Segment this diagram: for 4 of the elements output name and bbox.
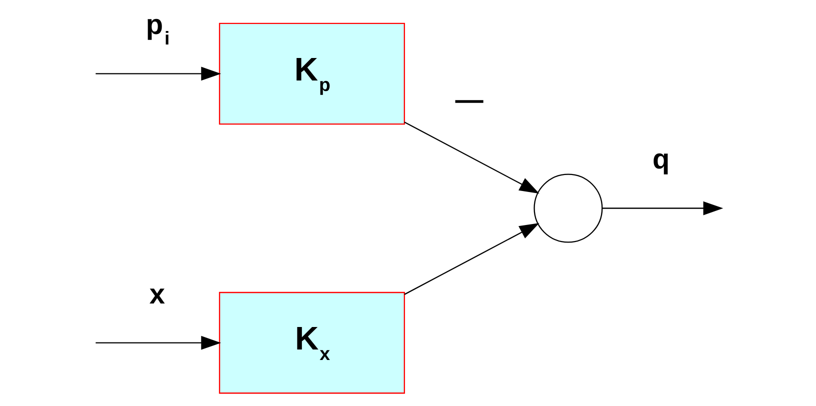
edge-label: q [652, 144, 670, 175]
edge-label: p$_{i}$ [145, 9, 170, 49]
edge-label: x [148, 278, 164, 310]
edge-label: — [454, 84, 483, 116]
